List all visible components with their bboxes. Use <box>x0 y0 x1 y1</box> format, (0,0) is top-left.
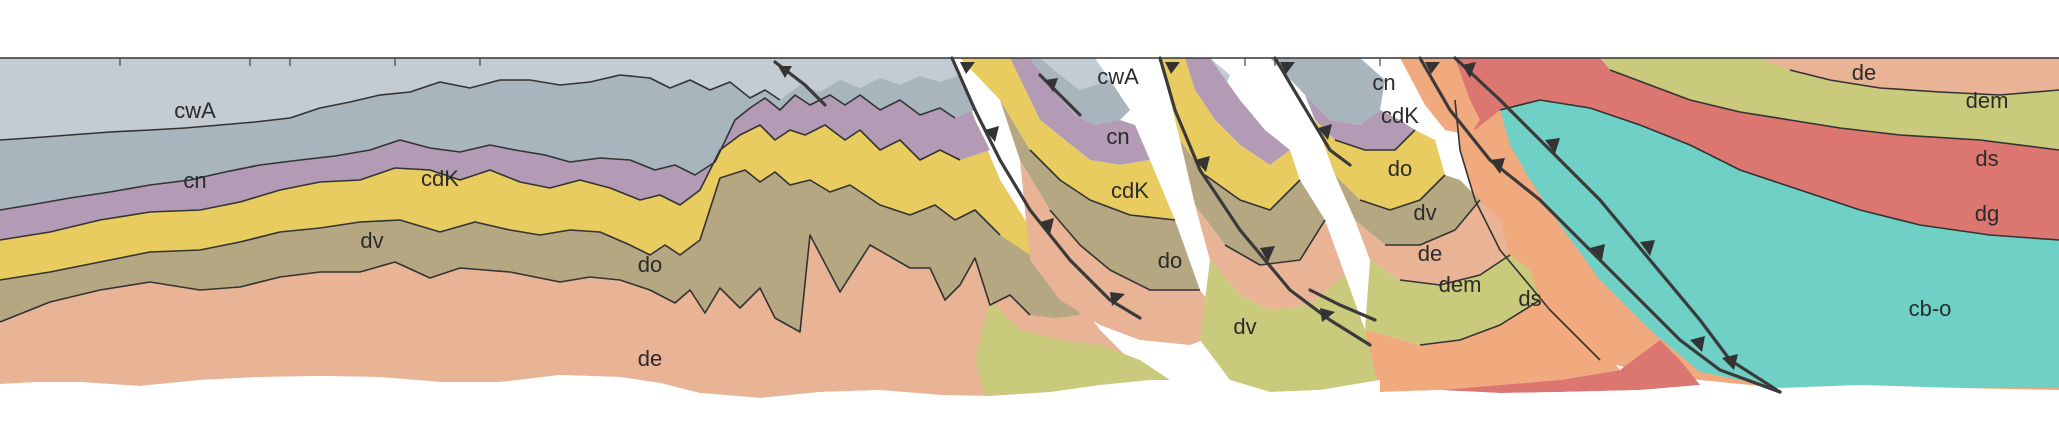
label-cdK: cdK <box>421 166 459 191</box>
slice3-ds-upper <box>1400 58 1480 135</box>
sky <box>0 0 2059 58</box>
unit-de-east <box>1760 58 2059 95</box>
thrust-faults <box>773 56 1782 394</box>
thrust-fault-8 <box>1308 288 1377 322</box>
label-ds: ds <box>1518 286 1541 311</box>
label-dv: dv <box>1413 200 1436 225</box>
label-cdK: cdK <box>1381 103 1419 128</box>
label-cwA: cwA <box>1097 64 1139 89</box>
slice3-ds <box>1365 300 1620 392</box>
slice2-cdK <box>1185 58 1290 165</box>
east-block <box>1455 58 2059 395</box>
slice1-cn <box>1030 58 1130 125</box>
contacts <box>0 69 2059 361</box>
label-cdK: cdK <box>1111 178 1149 203</box>
thrust-fault-4 <box>1418 56 1782 394</box>
slice2-do <box>1160 58 1300 210</box>
label-cn: cn <box>183 168 206 193</box>
label-dem: dem <box>1966 88 2009 113</box>
slice1-de <box>1020 160 1230 345</box>
label-de: de <box>1418 241 1442 266</box>
label-cn: cn <box>1106 124 1129 149</box>
label-dem: dem <box>1439 272 1482 297</box>
label-dv: dv <box>360 228 383 253</box>
slice1-cwA <box>1040 58 1110 90</box>
lower-blank <box>0 375 2059 448</box>
thrust-fault-1 <box>950 56 1142 320</box>
label-cb-o: cb-o <box>1909 296 1952 321</box>
label-dv: dv <box>1233 314 1256 339</box>
unit-cbo-east <box>1500 100 2059 388</box>
slice3-de <box>1355 200 1510 285</box>
unit-cwA-west <box>0 58 960 140</box>
label-de: de <box>1852 60 1876 85</box>
slice3-cwA <box>1270 58 1385 125</box>
slice3-dg-upper <box>1455 58 1500 120</box>
west-block <box>0 58 1150 398</box>
fault-teeth <box>778 62 1738 370</box>
imbricate-slices <box>960 58 1700 395</box>
unit-labels: cwA cwA cn cn cn cdK cdK cdK dv dv dv do… <box>174 60 2008 371</box>
thrust-fault-2 <box>1158 56 1372 347</box>
slice2-dv <box>1180 140 1325 265</box>
slice1-dv <box>1000 100 1200 290</box>
slice3-dg <box>1440 340 1700 393</box>
slice3-dem <box>1365 255 1540 345</box>
slice1-do <box>960 58 1175 220</box>
slice1-cdK <box>1010 58 1150 165</box>
surface-ticks <box>119 58 1381 66</box>
slice2-dem <box>1200 260 1380 392</box>
label-do: do <box>1388 156 1412 181</box>
slice2-de <box>1195 205 1345 310</box>
label-cn: cn <box>1372 70 1395 95</box>
slice3-dv <box>1335 175 1480 245</box>
unit-dg-east <box>1455 58 2059 240</box>
label-do: do <box>638 252 662 277</box>
label-cwA: cwA <box>174 98 216 123</box>
label-de: de <box>638 346 662 371</box>
slice3-cdK <box>1305 95 1415 150</box>
label-do: do <box>1158 248 1182 273</box>
thrust-fault-3 <box>1273 56 1352 167</box>
label-dg: dg <box>1975 201 1999 226</box>
thrust-fault-5 <box>1453 56 1782 394</box>
slice1-dem <box>975 300 1170 395</box>
label-ds: ds <box>1975 146 1998 171</box>
